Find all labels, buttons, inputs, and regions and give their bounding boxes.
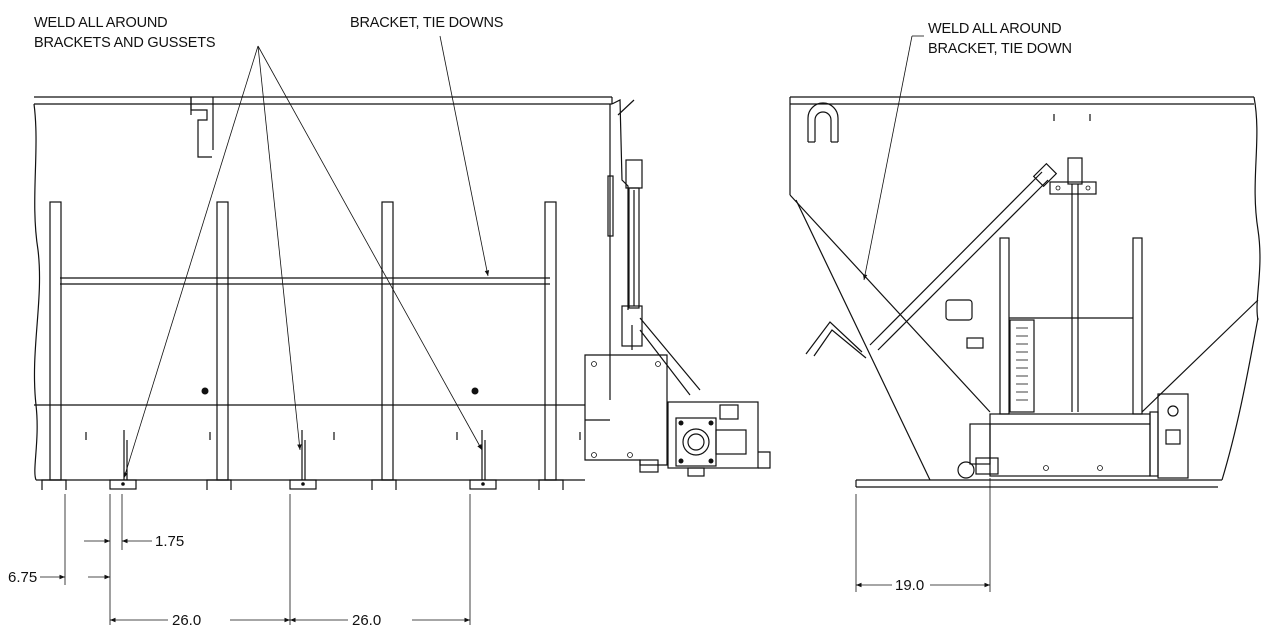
dim-26-b: 26.0 bbox=[352, 612, 381, 629]
actuator-tower bbox=[607, 99, 701, 396]
end-view bbox=[789, 96, 1261, 488]
left-leaders bbox=[123, 35, 490, 479]
dim-19: 19.0 bbox=[895, 577, 924, 594]
bracket-tie-downs-label: BRACKET, TIE DOWNS bbox=[350, 15, 503, 31]
dim-1-75: 1.75 bbox=[155, 533, 184, 550]
weld-label-right-line2: BRACKET, TIE DOWN bbox=[928, 41, 1072, 57]
weld-label-left-line1: WELD ALL AROUND bbox=[34, 15, 167, 31]
side-view bbox=[33, 96, 771, 490]
gearbox bbox=[584, 354, 771, 477]
feet bbox=[41, 479, 564, 490]
gauge-ticks bbox=[1016, 327, 1028, 401]
posts bbox=[49, 201, 557, 481]
right-leader bbox=[862, 35, 913, 281]
dim-6-75: 6.75 bbox=[8, 569, 37, 586]
right-dimension bbox=[855, 478, 991, 592]
left-dimensions bbox=[40, 494, 471, 625]
weld-label-left-line2: BRACKETS AND GUSSETS bbox=[34, 35, 215, 51]
slots bbox=[85, 432, 581, 440]
weld-label-right-line1: WELD ALL AROUND bbox=[928, 21, 1061, 37]
dim-26-a: 26.0 bbox=[172, 612, 201, 629]
